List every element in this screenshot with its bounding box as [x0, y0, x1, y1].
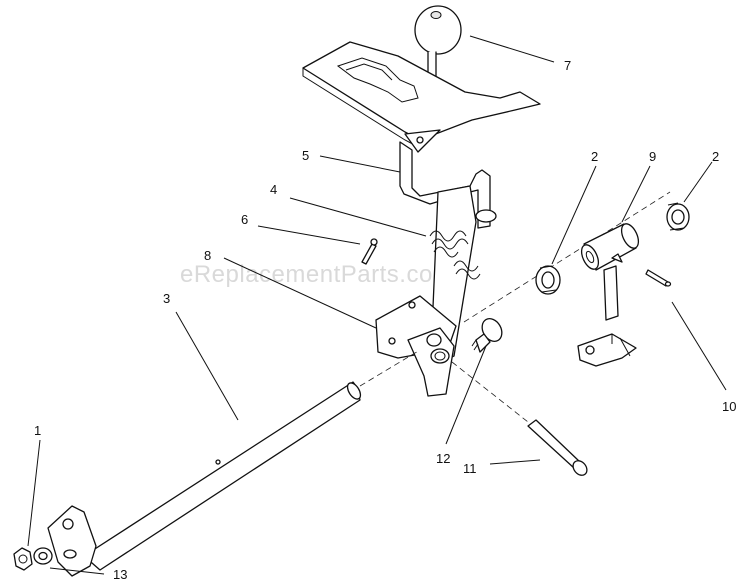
callout-12: 12 [436, 451, 450, 466]
callout-5: 5 [302, 148, 309, 163]
part-shaft [83, 191, 671, 571]
callout-2-left: 2 [591, 149, 598, 164]
part-bolt [471, 318, 503, 353]
part-clevis-pin [451, 361, 588, 476]
callout-11: 11 [463, 461, 477, 476]
callout-13: 13 [113, 567, 127, 582]
part-spring [429, 230, 481, 280]
callout-8: 8 [204, 248, 211, 263]
callout-6: 6 [241, 212, 248, 227]
callout-1: 1 [34, 423, 41, 438]
part-shift-plate [302, 41, 541, 229]
callout-2-right: 2 [712, 149, 719, 164]
part-washer [33, 547, 53, 565]
callout-3: 3 [163, 291, 170, 306]
callout-4: 4 [270, 182, 277, 197]
callout-9: 9 [649, 149, 656, 164]
callout-7: 7 [564, 58, 571, 73]
part-end-plate [47, 505, 97, 577]
part-cotter-pin [361, 238, 378, 265]
part-bushing-right [666, 202, 690, 231]
part-roll-pin [645, 269, 672, 287]
watermark: eReplacementParts.com [180, 261, 453, 288]
part-bracket [375, 185, 477, 397]
callout-10: 10 [722, 399, 736, 414]
callout-labels: 1 2 2 3 4 5 6 7 8 9 10 11 12 13 [34, 58, 736, 582]
leader-lines [27, 35, 727, 575]
part-nut [13, 547, 33, 571]
part-shift-arm [577, 223, 640, 367]
part-bushing-left [535, 265, 561, 295]
